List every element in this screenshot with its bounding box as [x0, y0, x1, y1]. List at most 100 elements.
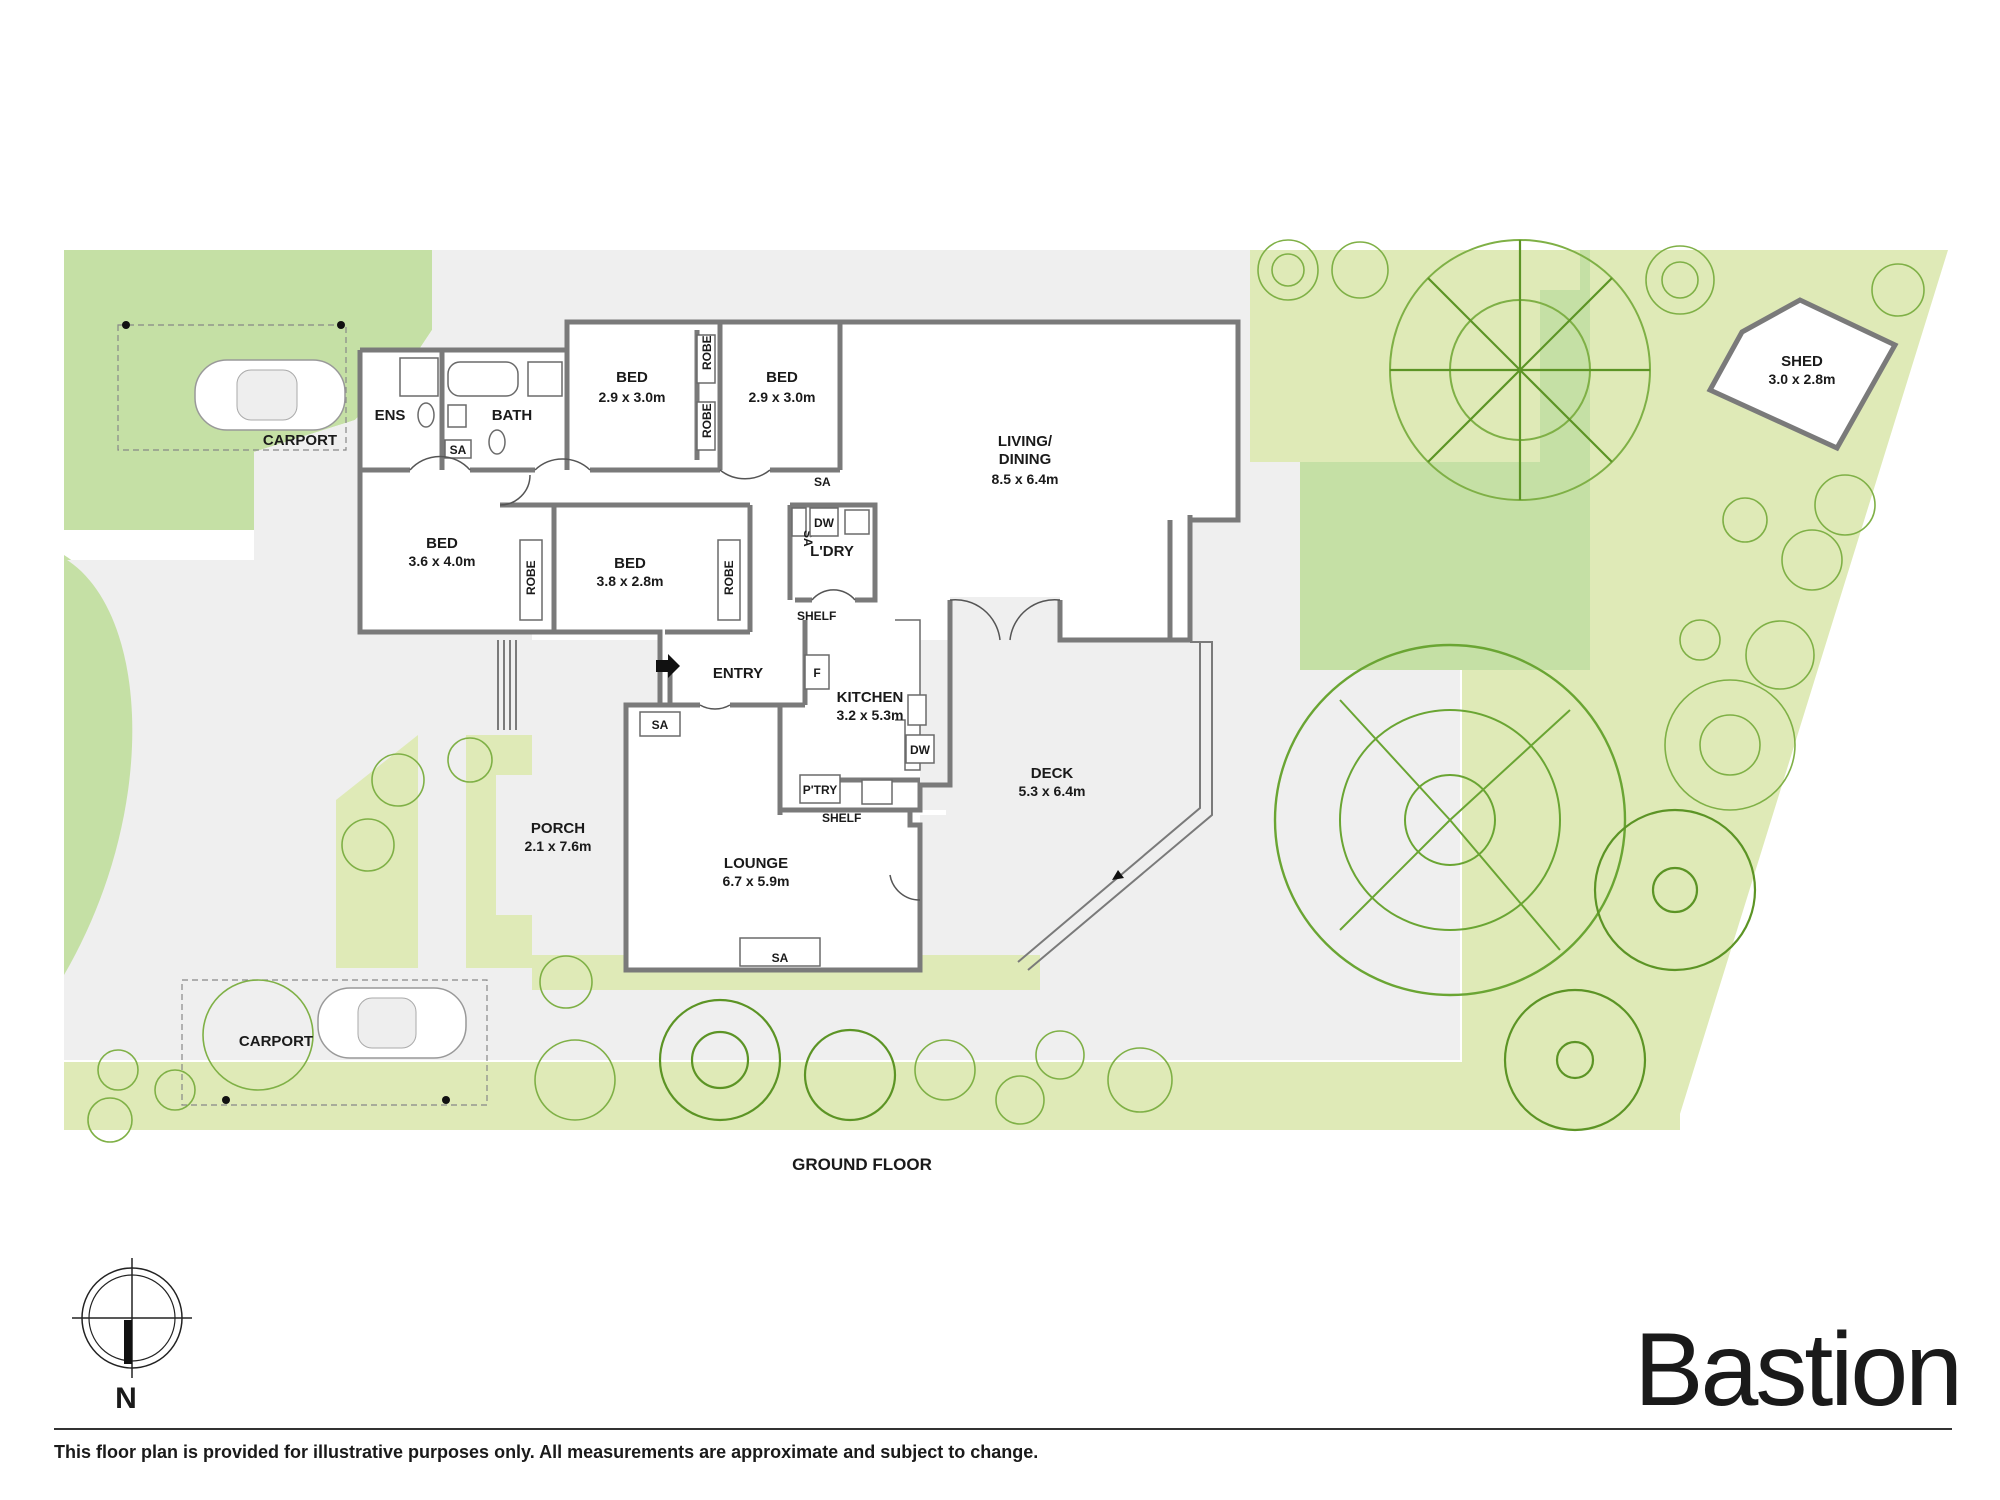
shrub-icon — [1664, 679, 1796, 811]
entry-label: ENTRY — [713, 665, 763, 682]
sa-label: SA — [450, 443, 467, 457]
tree-icon — [1273, 643, 1627, 997]
toilet-icon — [417, 402, 435, 428]
shrub-icon — [1257, 239, 1319, 301]
dishwasher-box — [905, 734, 935, 764]
kitchen-label: KITCHEN — [837, 689, 904, 706]
shrub-icon — [97, 1049, 139, 1091]
house: SA ROBE ROBE ROBE ROBE SA SA DW SHELF F … — [357, 319, 1241, 973]
bed-label: BED — [616, 369, 648, 386]
bed-label: BED — [426, 535, 458, 552]
fridge-label: F — [813, 666, 820, 680]
lawn-front-strip — [64, 1062, 1462, 1130]
north-label: N — [115, 1382, 137, 1415]
porch-label: PORCH — [531, 820, 585, 837]
porch-size: 2.1 x 7.6m — [525, 838, 592, 854]
shed-label: SHED — [1781, 353, 1823, 370]
bed-size: 2.9 x 3.0m — [599, 389, 666, 405]
shrub-icon — [1679, 619, 1721, 661]
bed-label: BED — [766, 369, 798, 386]
plants — [87, 239, 1925, 1143]
toilet-icon — [488, 429, 506, 455]
shrub-icon — [87, 1097, 133, 1143]
laundry-label: L'DRY — [810, 543, 854, 560]
robe-box — [696, 334, 716, 384]
house-floor — [360, 322, 1238, 970]
shrub-icon — [1745, 620, 1815, 690]
shower-icon — [527, 361, 563, 397]
sa-label: SA — [772, 951, 789, 965]
carport-top-label: CARPORT — [263, 432, 337, 449]
pantry-box — [799, 774, 841, 804]
shrub-icon — [1107, 1047, 1173, 1113]
lounge-label: LOUNGE — [724, 855, 788, 872]
lawn-back-dark — [1300, 462, 1590, 670]
flower-icon — [1503, 808, 1757, 1132]
bed-size: 3.8 x 2.8m — [597, 573, 664, 589]
carport-bottom-label: CARPORT — [239, 1033, 313, 1050]
lounge-size: 6.7 x 5.9m — [723, 873, 790, 889]
shelf-label: SHELF — [797, 609, 836, 623]
carport-bottom: CARPORT — [181, 979, 488, 1106]
vanity-icon — [447, 404, 467, 428]
shrub-icon — [341, 818, 395, 872]
shrub-icon — [1871, 263, 1925, 317]
footer-rule — [54, 1428, 1952, 1430]
shrub-icon — [1645, 245, 1715, 315]
tree-icon — [690, 1030, 750, 1090]
shrub-icon — [371, 753, 425, 807]
shrub-icon — [1661, 261, 1699, 299]
bed-size: 3.6 x 4.0m — [409, 553, 476, 569]
lawn-strip-porch — [466, 735, 532, 968]
dw-label: DW — [910, 743, 931, 757]
sa-label: SA — [814, 475, 831, 489]
bed-label: BED — [614, 555, 646, 572]
robe-label: ROBE — [700, 403, 714, 438]
tree-icon — [658, 998, 782, 1122]
dishwasher-box — [809, 507, 839, 537]
shrub-icon — [154, 1069, 196, 1111]
bathtub-icon — [447, 361, 519, 397]
shrub-icon — [995, 1075, 1045, 1125]
car-icon — [194, 359, 346, 431]
sa-box — [444, 439, 472, 459]
shower-icon — [399, 357, 439, 397]
sa-box — [791, 507, 807, 537]
robe-label: ROBE — [700, 335, 714, 370]
shrub-icon — [1271, 253, 1305, 287]
living-label: LIVING/ — [998, 433, 1053, 450]
living-label-2: DINING — [999, 451, 1052, 468]
sa-label: SA — [652, 718, 669, 732]
robe-label: ROBE — [524, 560, 538, 595]
shed-size: 3.0 x 2.8m — [1769, 371, 1836, 387]
bath-label: BATH — [492, 407, 533, 424]
car-icon-2 — [317, 987, 467, 1059]
dw-label: DW — [814, 516, 835, 530]
deck-label: DECK — [1031, 765, 1074, 782]
bed-size: 2.9 x 3.0m — [749, 389, 816, 405]
shrub-icon — [1331, 241, 1389, 299]
carport-top: CARPORT — [117, 321, 347, 451]
brand-logo: Bastion — [1634, 1312, 1963, 1428]
direction-arrow-icon — [1112, 870, 1124, 880]
entry-arrow-icon — [656, 654, 680, 678]
robe-label: ROBE — [722, 560, 736, 595]
robe-box — [696, 401, 716, 451]
fridge-box — [804, 654, 830, 690]
pantry-label: P'TRY — [803, 783, 837, 797]
tree-icon — [803, 1028, 897, 1122]
shelf-label: SHELF — [822, 811, 861, 825]
ens-label: ENS — [375, 407, 406, 424]
shrub-icon — [534, 1039, 616, 1121]
robe-box — [717, 539, 741, 621]
palm-tree-icon — [1389, 239, 1651, 501]
sa-box — [639, 711, 681, 737]
robe-box — [519, 539, 543, 621]
sink-icon — [844, 509, 870, 535]
shrub-icon — [914, 1039, 976, 1101]
cooktop-icon — [861, 779, 893, 805]
shrub-icon — [1699, 714, 1761, 776]
kitchen-size: 3.2 x 5.3m — [837, 707, 904, 723]
lawn-curve-left-b — [64, 558, 133, 975]
